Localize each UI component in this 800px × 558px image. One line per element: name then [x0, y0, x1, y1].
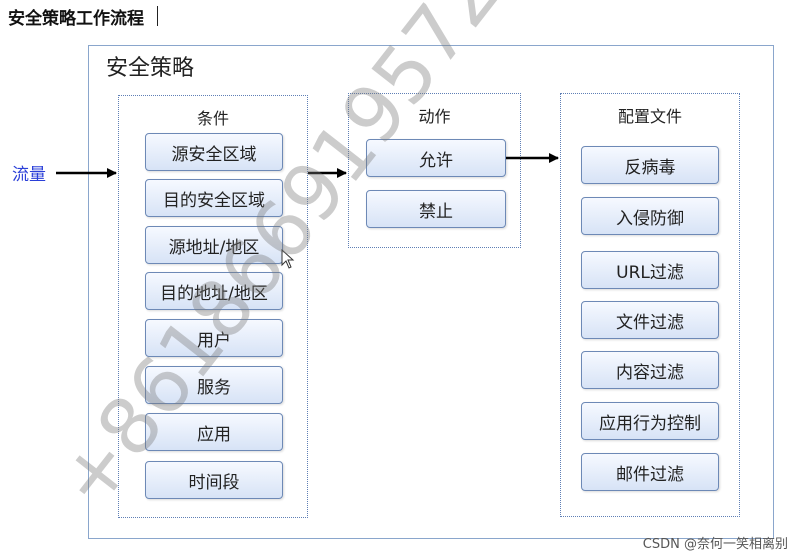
profile-content-filter: 内容过滤: [581, 351, 719, 389]
condition-user: 用户: [145, 319, 283, 357]
condition-destination-zone: 目的安全区域: [145, 179, 283, 217]
mouse-pointer-icon: [281, 249, 295, 269]
condition-destination-address: 目的地址/地区: [145, 272, 283, 310]
profile-antivirus: 反病毒: [581, 146, 719, 184]
actions-title: 动作: [418, 107, 451, 126]
profile-url-filter: URL过滤: [581, 251, 719, 289]
action-deny: 禁止: [366, 190, 506, 228]
page-heading: 安全策略工作流程: [8, 9, 144, 29]
condition-source-address: 源地址/地区: [145, 226, 283, 264]
text-caret: [157, 6, 158, 26]
profile-app-behavior-control: 应用行为控制: [581, 402, 719, 440]
profile-intrusion-prevention: 入侵防御: [581, 197, 719, 235]
action-permit: 允许: [366, 139, 506, 177]
security-policy-title: 安全策略: [106, 56, 195, 81]
conditions-group: 条件: [118, 95, 308, 518]
condition-application: 应用: [145, 413, 283, 451]
profile-mail-filter: 邮件过滤: [581, 453, 719, 491]
condition-service: 服务: [145, 366, 283, 404]
conditions-title: 条件: [196, 109, 229, 128]
profiles-group: 配置文件: [560, 93, 740, 517]
condition-time-range: 时间段: [145, 461, 283, 499]
traffic-label: 流量: [12, 165, 46, 185]
profile-file-filter: 文件过滤: [581, 301, 719, 339]
csdn-credit: CSDN @奈何一笑相离别: [642, 537, 788, 552]
actions-group: 动作: [348, 93, 521, 248]
profiles-title: 配置文件: [617, 107, 682, 126]
condition-source-zone: 源安全区域: [145, 133, 283, 171]
